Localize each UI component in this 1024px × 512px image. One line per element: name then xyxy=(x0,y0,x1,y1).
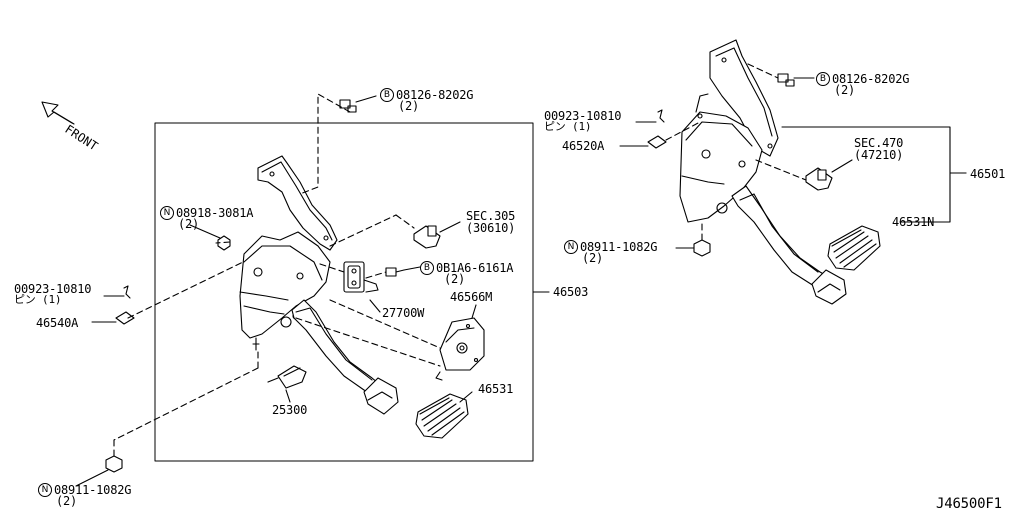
label-pin-right: 00923-10810 xyxy=(544,109,622,123)
label-sec305-sub: (30610) xyxy=(466,221,516,235)
bolt-symbol-icon: B xyxy=(380,88,394,102)
pin-left xyxy=(103,285,131,299)
qty-bolt-8202g-left: (2) xyxy=(398,99,420,113)
label-pin-right-sub: ピン (1) xyxy=(544,120,592,133)
qty-bolt-6161a: (2) xyxy=(444,272,466,286)
nut-symbol-icon: N xyxy=(160,206,174,220)
pin-46520a xyxy=(619,135,667,149)
label-46501: 46501 xyxy=(970,167,1006,181)
label-46503: 46503 xyxy=(553,285,589,299)
label-nut-3081a: 08918-3081A xyxy=(176,206,254,220)
right-pedal-pad-46531n xyxy=(827,225,881,271)
qty-nut-3081a: (2) xyxy=(178,217,200,231)
label-bolt-8202g-left: 08126-8202G xyxy=(396,88,474,102)
drawing-id: J46500F1 xyxy=(936,496,1002,512)
dashed-guide-lines-left xyxy=(113,93,441,457)
label-pin-left: 00923-10810 xyxy=(14,282,92,296)
front-arrow-icon xyxy=(41,101,75,125)
bolt-symbol-icon: B xyxy=(420,261,434,275)
label-46531: 46531 xyxy=(478,382,514,396)
bolt-symbol-icon: B xyxy=(816,72,830,86)
label-nut-1082g-right: 08911-1082G xyxy=(580,240,658,254)
nut-symbol-icon: N xyxy=(38,483,52,497)
pin-46540a xyxy=(91,311,135,325)
label-sec470-sub: (47210) xyxy=(854,148,904,162)
connector-sec470 xyxy=(805,159,853,191)
pin-right xyxy=(635,109,665,123)
label-bolt-6161a: 0B1A6-6161A xyxy=(436,261,514,275)
dashed-guide-lines-right xyxy=(665,63,807,241)
label-46540a: 46540A xyxy=(36,316,79,330)
right-pedal-bracket xyxy=(679,39,779,223)
label-46566m: 46566M xyxy=(450,290,493,304)
nut-3081a xyxy=(189,224,231,251)
label-46520a: 46520A xyxy=(562,139,605,153)
label-pin-left-sub: ピン (1) xyxy=(14,293,62,306)
assembly-bracket-46501 xyxy=(781,126,967,223)
switch-25300 xyxy=(267,365,307,403)
qty-nut-1082g-bottom: (2) xyxy=(56,494,78,508)
left-pedal-pad-46531 xyxy=(415,391,473,439)
right-pedal-arm xyxy=(731,185,847,305)
bracket-46566m xyxy=(435,304,485,381)
bolt-8202g-right xyxy=(777,73,815,87)
label-27700w: 27700W xyxy=(382,306,425,320)
qty-bolt-8202g-right: (2) xyxy=(834,83,856,97)
nut-1082g-right xyxy=(675,239,711,257)
bolt-8202g-left xyxy=(339,95,377,113)
bolt-6161a xyxy=(385,266,421,277)
label-sec470: SEC.470 xyxy=(854,136,904,150)
label-sec305: SEC.305 xyxy=(466,209,516,223)
left-pedal-bracket xyxy=(239,155,338,351)
connector-sec305 xyxy=(413,221,461,249)
label-nut-1082g-bottom: 08911-1082G xyxy=(54,483,132,497)
qty-nut-1082g-right: (2) xyxy=(582,251,604,265)
nut-1082g-bottom xyxy=(75,455,123,487)
nut-symbol-icon: N xyxy=(564,240,578,254)
label-25300: 25300 xyxy=(272,403,308,417)
label-bolt-8202g-right: 08126-8202G xyxy=(832,72,910,86)
label-46531n: 46531N xyxy=(892,215,935,229)
switch-27700w xyxy=(343,261,381,313)
